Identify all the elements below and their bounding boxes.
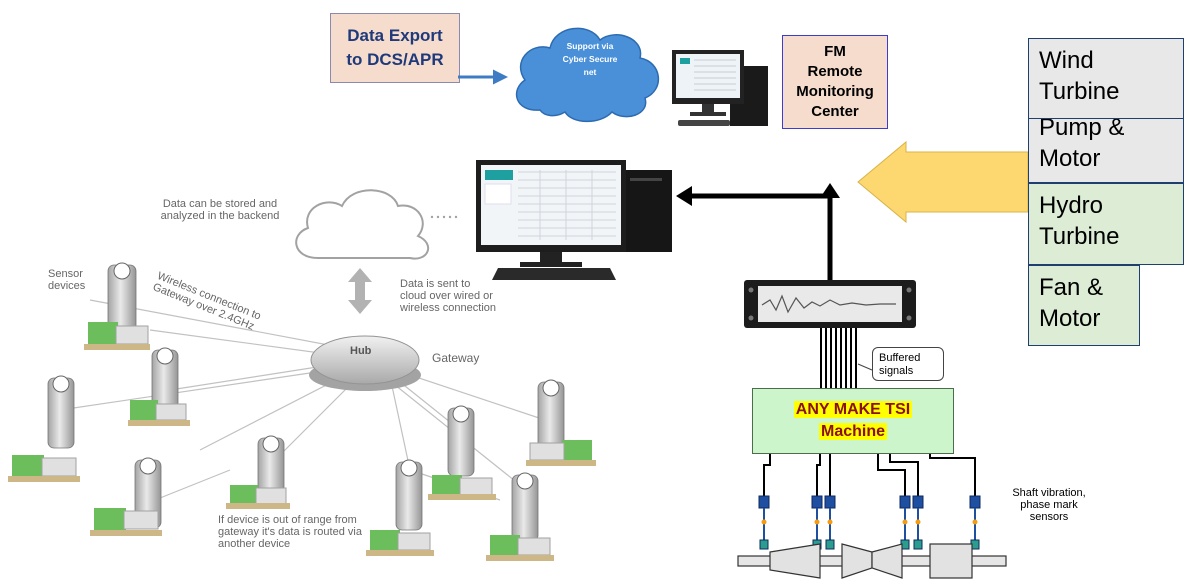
sensor-wires [763,452,976,496]
tsi-line1: ANY MAKE TSI [793,401,913,418]
shaft-sensors [758,495,981,550]
rack-unit-icon [744,280,916,328]
iot-network-illustration [8,189,596,561]
fm-line3: Monitoring [796,83,874,100]
support-cloud-shape [515,27,660,123]
equipment-feed-arrow [857,140,1029,224]
sensor-devices-label: Sensor devices [48,268,85,292]
fm-remote-monitoring-center-box: FM Remote Monitoring Center [782,35,888,129]
buffered-signals-callout: Buffered signals [872,347,944,381]
data-sent-label: Data is sent to cloud over wired or wire… [400,278,496,314]
remote-computer-icon [672,50,768,126]
shaft-line3: sensors [1029,511,1069,523]
cloud-line1: Support via [566,41,614,51]
fm-line2: Remote [807,63,863,80]
wind-line1: Wind [1039,47,1094,74]
cloud-line2: Cyber Secure [562,54,618,64]
buffered-line1: Buffered [879,352,921,364]
routing-note: If device is out of range from gateway i… [218,514,362,550]
range-line3: another device [218,538,291,550]
cloud-note-line1: Data can be stored and [162,198,278,210]
sensor-label-line1: Sensor [48,268,83,280]
data-export-line1: Data Export [347,26,443,45]
buffered-line2: signals [879,365,914,377]
wind-line2: Turbine [1039,78,1120,105]
data-export-box: Data Export to DCS/APR [330,13,460,83]
hydro-line2: Turbine [1039,223,1120,250]
fm-line1: FM [824,43,846,60]
signal-arrow-to-workstation [676,183,840,282]
equipment-fan-motor: Fan & Motor [1028,265,1140,346]
cloud-storage-note: Data can be stored and analyzed in the b… [150,198,290,222]
tsi-machine-box: ANY MAKE TSI Machine [752,388,954,454]
fm-line4: Center [811,103,859,120]
gateway-label: Gateway [432,351,480,365]
fan-line2: Motor [1039,305,1101,332]
hydro-line1: Hydro [1039,192,1104,219]
workstation-icon [476,160,672,280]
buffered-signal-wires [820,328,857,388]
sent-line1: Data is sent to [400,278,471,290]
range-line2: gateway it's data is routed via [218,526,362,538]
support-cloud-label: Support via Cyber Secure net [545,40,635,79]
pump-line2: Motor [1039,145,1101,172]
fan-line1: Fan & [1039,274,1104,301]
sent-line3: wireless connection [400,302,496,314]
sensor-label-line2: devices [48,280,86,292]
turbine-rotor-train [737,543,1007,579]
range-line1: If device is out of range from [218,514,357,526]
sent-line2: cloud over wired or [400,290,493,302]
equipment-hydro-turbine: Hydro Turbine [1028,183,1184,265]
tsi-line2: Machine [818,423,887,440]
shaft-sensors-caption: Shaft vibration, phase mark sensors [990,487,1108,523]
shaft-line1: Shaft vibration, [1012,487,1086,499]
hub-label: Hub [350,345,372,357]
cloud-note-line2: analyzed in the backend [160,210,280,222]
data-export-line2: to DCS/APR [346,50,444,69]
equipment-wind-turbine: Wind Turbine [1028,38,1184,119]
cloud-line3: net [583,67,597,77]
shaft-line2: phase mark [1020,499,1078,511]
